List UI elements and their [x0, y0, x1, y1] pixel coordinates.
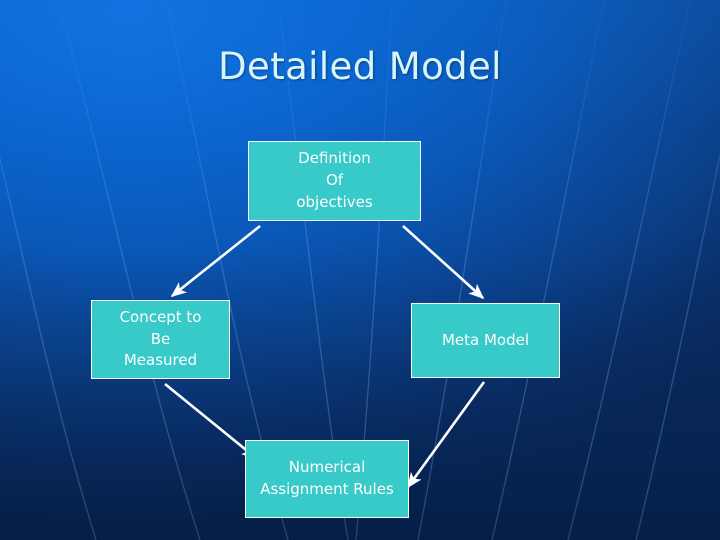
- arrow-concept-to-rules: [164, 382, 258, 460]
- node-rules-label: Numerical Assignment Rules: [246, 457, 408, 501]
- node-concept-line-2: Be: [150, 329, 171, 348]
- node-definition-of-objectives[interactable]: Definition Of objectives: [248, 141, 421, 221]
- arrow-meta-to-rules: [406, 381, 486, 489]
- node-definition-label: Definition Of objectives: [296, 148, 372, 213]
- node-definition-line-2: Of: [325, 171, 344, 190]
- node-meta-model[interactable]: Meta Model: [411, 303, 560, 378]
- node-concept-line-3: Measured: [123, 351, 198, 370]
- node-concept-label: Concept to Be Measured: [120, 307, 202, 372]
- node-rules-line-1: Numerical: [288, 458, 366, 477]
- arrow-definition-to-meta: [402, 225, 485, 300]
- arrow-definition-to-concept: [170, 224, 261, 298]
- node-concept-to-be-measured[interactable]: Concept to Be Measured: [91, 300, 230, 379]
- node-concept-line-1: Concept to: [119, 307, 202, 326]
- page-title: Detailed Model: [218, 45, 502, 88]
- node-rules-line-2: Assignment Rules: [260, 480, 394, 498]
- node-definition-line-3: objectives: [296, 192, 373, 211]
- node-numerical-assignment-rules[interactable]: Numerical Assignment Rules: [245, 440, 409, 518]
- node-meta-label: Meta Model: [441, 330, 530, 349]
- node-definition-line-1: Definition: [298, 149, 371, 168]
